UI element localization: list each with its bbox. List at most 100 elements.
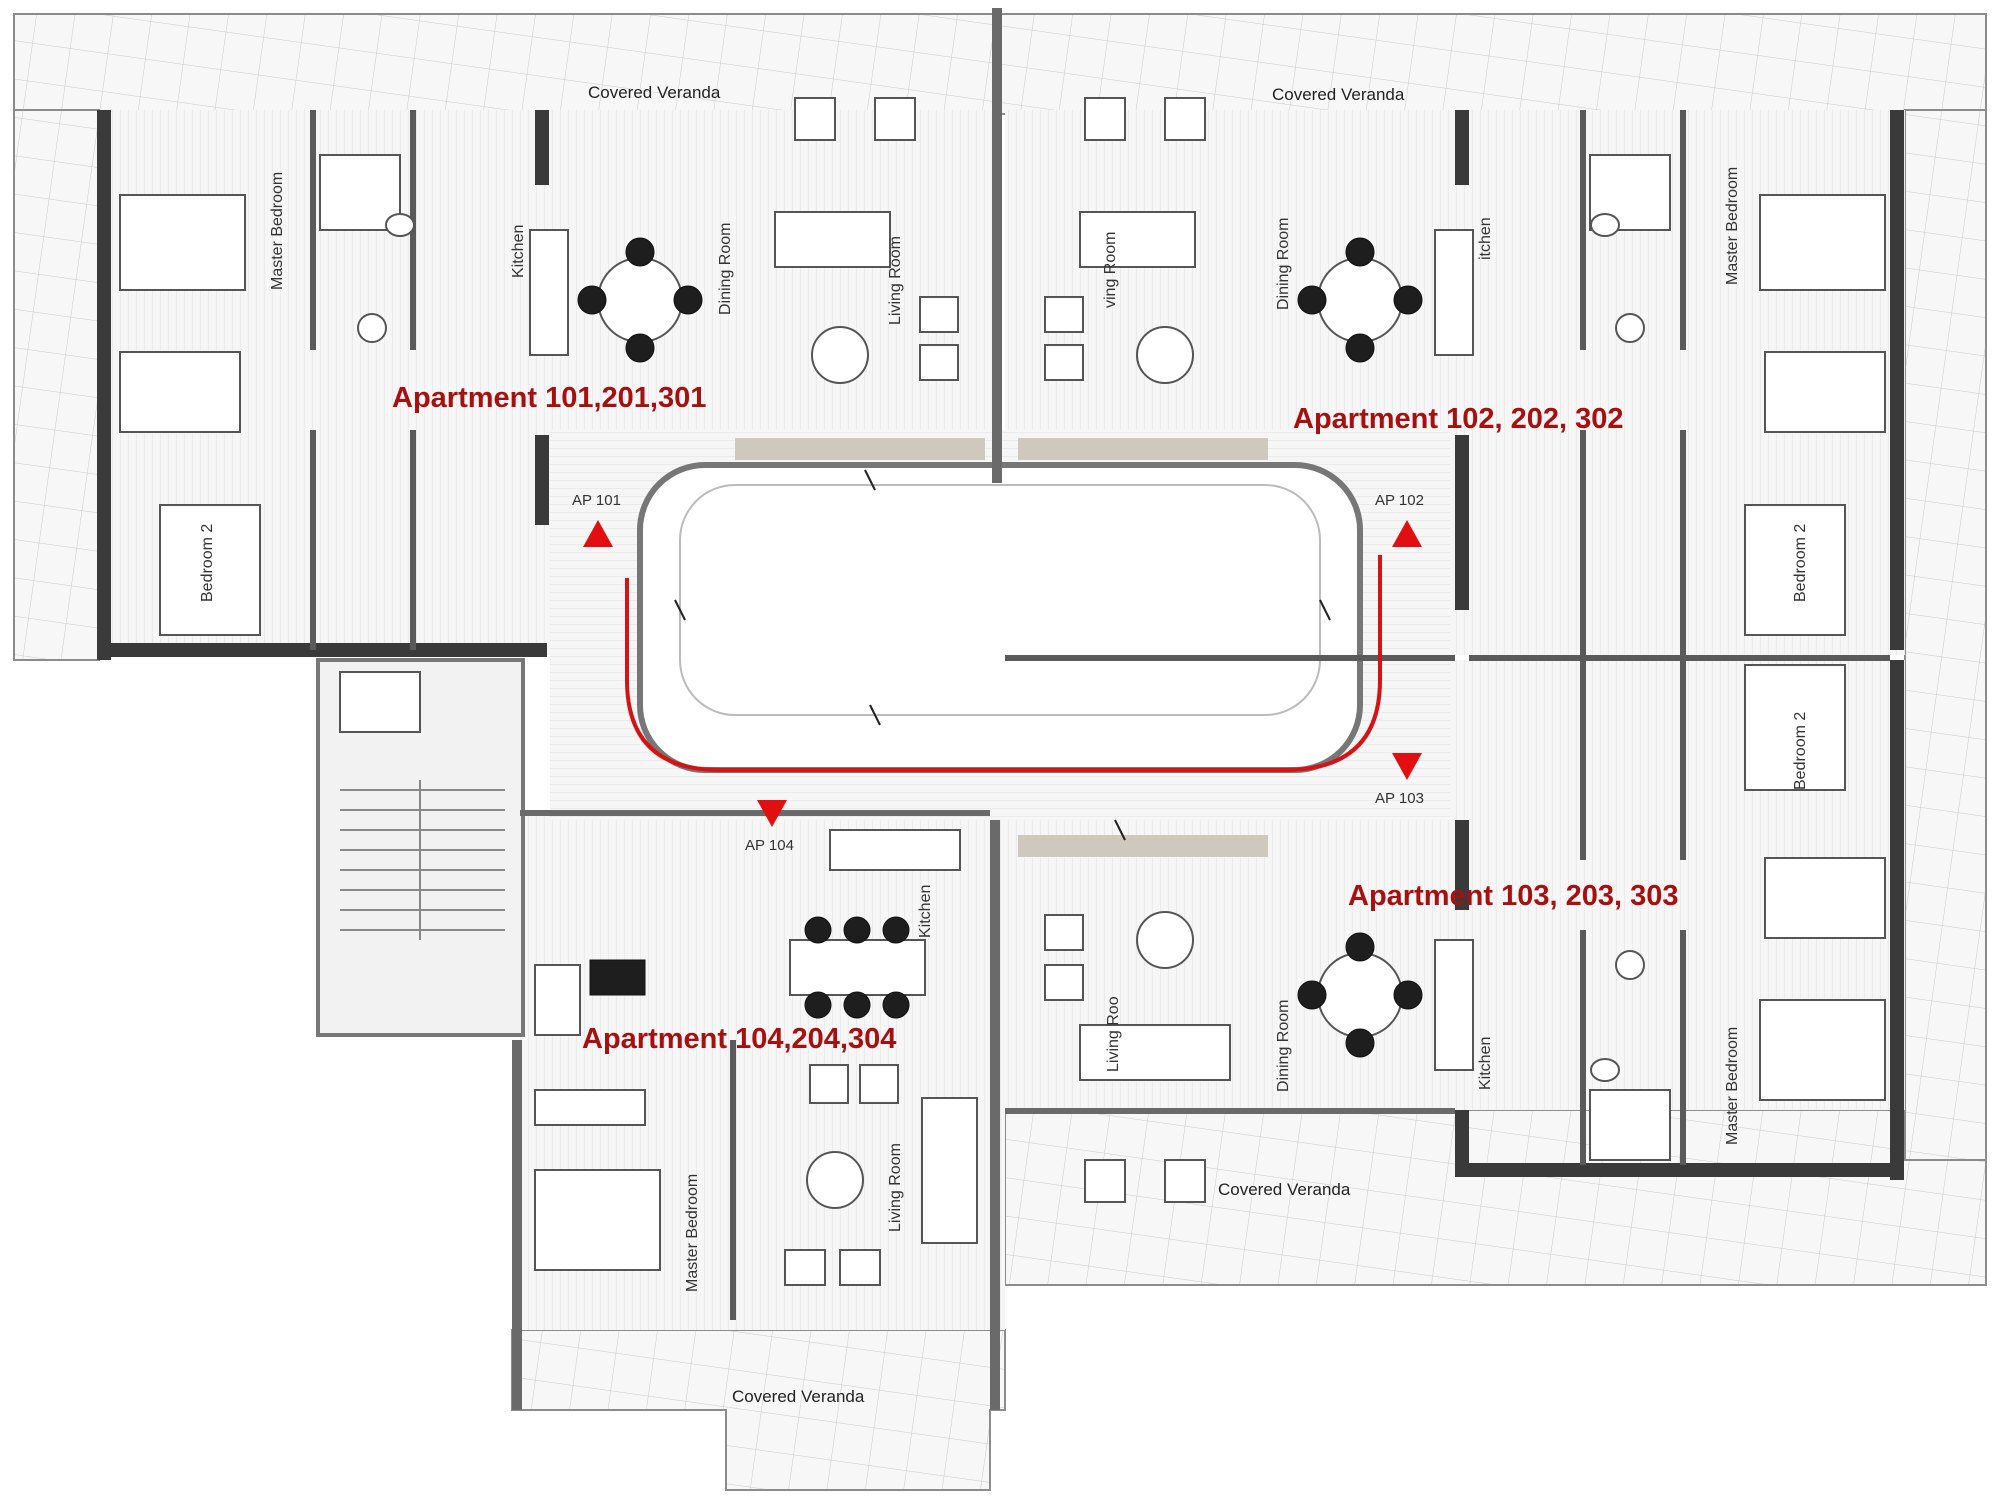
chair — [1345, 237, 1375, 267]
coffee-table — [806, 1151, 864, 1209]
veranda-chair — [1084, 97, 1126, 141]
armchair — [1044, 296, 1084, 333]
toilet — [1590, 213, 1620, 237]
sofa — [921, 1097, 978, 1244]
armchair — [1044, 914, 1084, 951]
coffee-table — [811, 326, 869, 384]
armchair — [859, 1064, 899, 1104]
armchair — [919, 344, 959, 381]
room-label-a1-dining: Dining Room — [717, 223, 734, 315]
chair — [804, 916, 832, 944]
dining-table — [1317, 952, 1403, 1038]
chair — [882, 916, 910, 944]
veranda-south — [511, 1329, 1006, 1491]
stair-treads — [340, 780, 505, 940]
veranda-chair — [784, 1249, 826, 1286]
armchair — [809, 1064, 849, 1104]
veranda-east — [1904, 109, 1987, 1161]
toilet — [385, 213, 415, 237]
double-bed — [1759, 194, 1886, 291]
bed-2 — [159, 504, 261, 636]
door-markers — [674, 469, 1331, 841]
bed-2 — [1744, 664, 1846, 791]
lift — [339, 671, 421, 733]
sofa — [774, 211, 891, 268]
shower — [1589, 1089, 1671, 1161]
veranda-chair — [874, 97, 916, 141]
room-label-a1-master: Master Bedroom — [269, 172, 286, 290]
chair — [1297, 285, 1327, 315]
entrance-label-101: AP 101 — [572, 492, 621, 509]
chair — [625, 237, 655, 267]
chair — [673, 285, 703, 315]
basin — [1615, 950, 1645, 980]
room-label-a1-kitchen: Kitchen — [510, 225, 527, 278]
kitchen-counter — [1434, 939, 1474, 1071]
room-label-a2-bed2: Bedroom 2 — [1792, 524, 1809, 602]
exterior-walls — [97, 8, 1904, 1410]
chair — [1345, 932, 1375, 962]
wardrobe — [119, 351, 241, 433]
room-label-a2-living: ving Room — [1102, 232, 1119, 308]
entrance-marker-104 — [757, 800, 787, 827]
apt-104-furniture — [534, 829, 978, 1286]
room-label-a3-living: Living Roo — [1105, 996, 1122, 1072]
sofa — [1079, 1024, 1231, 1081]
kitchen-counter — [829, 829, 961, 871]
room-label-a1-living: Living Room — [887, 236, 904, 325]
veranda-label-nw: Covered Veranda — [588, 83, 721, 102]
double-bed — [119, 194, 246, 291]
veranda-chair — [1164, 1159, 1206, 1203]
entrance-label-102: AP 102 — [1375, 492, 1424, 509]
veranda-south-east — [1004, 1109, 1987, 1286]
room-label-a3-dining: Dining Room — [1275, 1000, 1292, 1092]
hatch-strip-3 — [1018, 835, 1268, 857]
circulation-path — [625, 555, 1382, 772]
armchair — [1044, 964, 1084, 1001]
veranda-label-se: Covered Veranda — [1218, 1180, 1351, 1199]
room-label-a3-master: Master Bedroom — [1724, 1027, 1741, 1145]
kitchen-counter — [1434, 229, 1474, 356]
room-label-a2-master: Master Bedroom — [1724, 167, 1741, 285]
veranda-chair — [1084, 1159, 1126, 1203]
hatch-strip-2 — [1018, 438, 1268, 460]
room-label-a2-dining: Dining Room — [1275, 218, 1292, 310]
dining-table — [789, 939, 926, 996]
apartment-label-103: Apartment 103, 203, 303 — [1348, 880, 1678, 912]
dining-table — [597, 257, 683, 343]
sofa — [1079, 211, 1196, 268]
room-label-a3-kitchen: Kitchen — [1477, 1037, 1494, 1090]
chair — [1345, 1028, 1375, 1058]
coffee-table — [1136, 911, 1194, 969]
wardrobe — [534, 1089, 646, 1126]
bed-2 — [1744, 504, 1846, 636]
basin — [1615, 313, 1645, 343]
entrance-marker-103 — [1392, 753, 1422, 780]
toilet — [1590, 1058, 1620, 1082]
entrance-label-103: AP 103 — [1375, 790, 1424, 807]
entrance-marker-102 — [1392, 520, 1422, 547]
veranda-chair — [1164, 97, 1206, 141]
armchair — [919, 296, 959, 333]
coffee-table — [1136, 326, 1194, 384]
entrance-marker-101 — [583, 520, 613, 547]
room-label-a4-living: Living Room — [887, 1143, 904, 1232]
central-void-inner — [679, 484, 1321, 716]
apt-102-furniture — [1044, 97, 1886, 636]
kitchen-counter — [529, 229, 569, 356]
chair — [1393, 980, 1423, 1010]
shower — [319, 154, 401, 231]
chair — [625, 333, 655, 363]
shower — [534, 964, 581, 1036]
double-bed — [534, 1169, 661, 1271]
veranda-label-ne: Covered Veranda — [1272, 85, 1405, 104]
dining-table — [1317, 257, 1403, 343]
chair — [1393, 285, 1423, 315]
entrance-label-104: AP 104 — [745, 837, 794, 854]
armchair — [1044, 344, 1084, 381]
wardrobe — [1764, 857, 1886, 939]
chair — [804, 991, 832, 1019]
chair — [577, 285, 607, 315]
apartment-label-102: Apartment 102, 202, 302 — [1293, 403, 1623, 435]
